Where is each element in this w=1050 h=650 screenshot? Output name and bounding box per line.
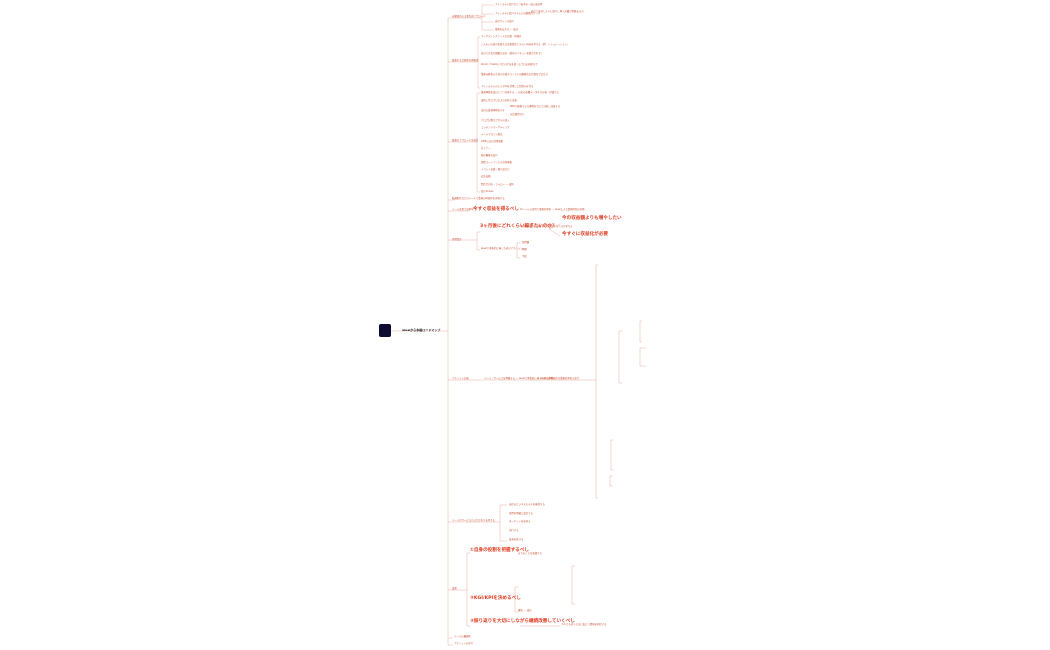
node-level2[interactable]: 業務自動化のための仕組みづくりと自動販売の仕組化プロセス	[481, 73, 548, 76]
node-highlight[interactable]: 3ヶ月後にどれくらい稼ぎたいのか？	[480, 224, 557, 229]
node-level2[interactable]: 既存顧客の紹介	[481, 154, 498, 157]
connector	[514, 586, 518, 613]
node-level3[interactable]: 自社で成功した人に紹介し導入実績が多数ある方	[531, 10, 584, 13]
connector	[639, 347, 646, 367]
node-level1[interactable]: 集客のアプローチを検討	[452, 139, 479, 142]
node-level3[interactable]: 以下のことを意識する	[518, 552, 542, 555]
node-level1[interactable]: ツール活用で効率化	[452, 208, 474, 211]
connector	[499, 504, 507, 542]
node-level1[interactable]: 目標設定	[452, 238, 462, 241]
node-level2[interactable]: メールマガジン配信	[481, 133, 503, 136]
root-node-box[interactable]	[379, 324, 391, 337]
node-level2[interactable]: 問合せ対応・フォロー — 成約	[481, 183, 514, 186]
connector	[548, 223, 561, 237]
node-level1[interactable]: ツールやサービスとのかかわりを考える	[452, 519, 495, 522]
connector	[618, 330, 622, 384]
node-level2[interactable]: 広告出稿	[481, 175, 491, 178]
node-level2[interactable]: 自分で完全な構築方法を（既存のアセットを組み合わせ）	[481, 52, 544, 55]
node-level2[interactable]: AIツールの活用で業務効率化 — aiuaiによる業務時短の実践	[520, 208, 585, 211]
connector	[639, 320, 642, 343]
node-level3[interactable]: 広告運用など	[510, 113, 525, 116]
node-highlight[interactable]: 今すぐ収益を得るべし	[473, 207, 519, 212]
node-level2[interactable]: LINE公式の活用施策	[481, 140, 504, 143]
connector	[476, 231, 480, 251]
node-level2[interactable]: 実行する	[509, 529, 519, 532]
node-level2[interactable]: 成約に至るプロセスの分析と改善	[481, 99, 517, 102]
node-level2[interactable]: ブログ記事などからの流入	[481, 119, 510, 122]
node-level3[interactable]: 継続 — 成功	[518, 609, 532, 612]
node-highlight[interactable]: ②KGI/KPIを決めるべし	[470, 596, 521, 601]
node-highlight[interactable]: ③振り返りを大切にしながら継続改善していくべし	[470, 619, 575, 624]
node-level1[interactable]: アクションの実行	[454, 642, 474, 645]
node-level1[interactable]: 自動販売の主要性表アプローチ	[452, 15, 486, 18]
node-level2[interactable]: 紹介Ocean	[481, 190, 494, 193]
node-level2[interactable]: 業務を伝える — 成功	[495, 28, 518, 31]
connector	[595, 264, 598, 499]
connector	[610, 439, 614, 471]
connector	[481, 4, 494, 31]
node-level2[interactable]: コンテンツマーケティング	[481, 126, 510, 129]
connector	[516, 242, 520, 259]
connector	[466, 552, 470, 627]
node-level1[interactable]: 動画配信などのツールで業務の時短化を実現する	[452, 197, 505, 200]
node-level2[interactable]: 提携パートナーとの共同施策	[481, 161, 513, 164]
node-highlight[interactable]: ①自身の役割を把握するべし	[470, 548, 530, 553]
node-level1[interactable]: 成果	[452, 587, 457, 590]
node-level3[interactable]: SNSで集客できる導線を引いて分析し改善する	[510, 105, 561, 108]
node-highlight[interactable]: 今の収益額よりも増やしたい	[562, 216, 622, 221]
node-level1[interactable]: 集客やる仕組化を再確認	[452, 59, 479, 62]
node-level1[interactable]: ツールの最適化	[454, 635, 471, 638]
node-level3[interactable]: aiuaiでの本格的な業務効率化の実行	[540, 377, 580, 380]
node-level2[interactable]: システムの表示を変える効果測定とテスト内容を考える（例：シミュレーション）	[481, 43, 570, 46]
node-level2[interactable]: アイシステム紹介ステムと自動販売ゲーム	[495, 12, 541, 15]
node-level3[interactable]: 期限	[522, 248, 527, 251]
connector	[571, 565, 575, 605]
node-level2[interactable]: 自社のビジネスモデルを確認する	[509, 503, 545, 506]
node-level2[interactable]: セミナー	[481, 147, 491, 150]
connector	[476, 92, 480, 193]
node-level2[interactable]: ツール・サービスを準備する — aiuaiで本格的に稼ぐための準備	[484, 377, 554, 380]
root-label[interactable]: aiuaiから本格ロードマップ	[402, 328, 441, 332]
node-level2[interactable]: アイシステム紹介ひとつあめの一流い成功等	[495, 3, 543, 6]
node-level2[interactable]: Zoom / Udemy などの手法を使ったプロの研修など	[481, 63, 538, 66]
node-level2[interactable]: ターゲットを決める	[509, 520, 531, 523]
node-level2[interactable]: 改善を続ける	[509, 538, 524, 541]
node-level3[interactable]: 今の収益額から逆算して今何をするべきか考える	[520, 225, 573, 228]
node-level3[interactable]: 手段	[522, 255, 527, 258]
connector	[477, 36, 480, 89]
node-level2[interactable]: aiuaiで本格的に稼ぐためのアクション	[481, 247, 523, 250]
node-level2[interactable]: アイシステムのようなAIを活用した仕組みを作る	[481, 85, 534, 88]
connector	[609, 475, 613, 487]
node-level3[interactable]: 目標額	[522, 241, 530, 244]
node-level2[interactable]: 自社の集客導線を示す	[481, 109, 505, 112]
node-level3[interactable]: 1人でも多くの方に役立つ情報を発信する	[562, 623, 607, 626]
node-level2[interactable]: 自社サイトの紹介	[495, 20, 515, 23]
node-level2[interactable]: 集客導線を設計しつつ分析する — 自社の各種データから分析・評価する	[481, 91, 559, 94]
node-level1[interactable]: アクション計画	[452, 377, 469, 380]
node-level2[interactable]: イベント出展・展示会など	[481, 168, 510, 171]
node-level2[interactable]: 目標を明確に設定する	[509, 512, 533, 515]
node-highlight[interactable]: 今すぐに収益化が必要	[562, 232, 608, 237]
node-level2[interactable]: マーケティングツールの比較・再検討	[481, 35, 522, 38]
